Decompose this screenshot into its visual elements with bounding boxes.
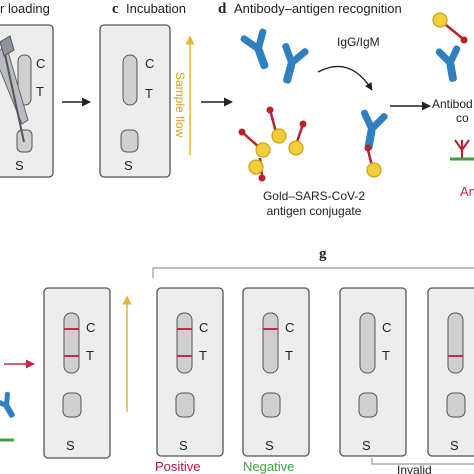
cassette-positive-sample-label: S [179, 438, 188, 453]
panel-b: r loading C T S [0, 1, 54, 178]
cassette-c-sample-label: S [124, 158, 133, 173]
gold-conjugate-icon [238, 128, 271, 158]
panel-c: c Incubation C T S Sample flow [99, 1, 195, 178]
antibody-icon [282, 43, 309, 84]
cassette-b-control-label: C [36, 56, 45, 71]
pipette-icon [0, 35, 29, 143]
panel-d: d Antibody–antigen recognition IgG/IgM [218, 1, 402, 218]
cassette-invalid-1-sample-label: S [362, 438, 371, 453]
gold-conjugate-icon [248, 157, 266, 182]
cassette-invalid-1: C T S [339, 287, 407, 457]
cassette-f-control-label: C [86, 320, 95, 335]
cassette-negative-control-label: C [285, 320, 294, 335]
sample-flow-label: Sample flow [173, 72, 187, 138]
cassette-invalid-1-window [359, 312, 376, 374]
cassette-b-sample-label: S [15, 158, 24, 173]
cassette-positive-test-label: T [199, 348, 207, 363]
cassette-f-test-label: T [86, 348, 94, 363]
complex-label-line-2: co [456, 111, 469, 125]
panel-c-letter: c [112, 1, 119, 17]
result-positive-label: Positive [155, 459, 201, 474]
cassette-invalid-2-sample-label: S [450, 438, 459, 453]
cassette-positive-window [176, 312, 193, 374]
igg-igm-label: IgG/IgM [337, 35, 380, 49]
bound-antibody-icon [360, 109, 388, 150]
cassette-negative-sample-label: S [265, 438, 274, 453]
cassette-c-sample-well [120, 129, 139, 153]
panel-e-bottom [0, 359, 35, 442]
panel-f: C T S [43, 287, 132, 459]
cassette-negative-test-label: T [285, 348, 293, 363]
complex-label-line-1: Antibod [432, 97, 473, 111]
panel-d-letter: d [218, 1, 227, 17]
gold-conjugate-icon [432, 12, 468, 44]
panel-g-letter: g [319, 246, 327, 262]
cassette-b-test-label: T [36, 84, 44, 99]
recognition-arrow [317, 65, 373, 91]
cassette-invalid-1-test-label: T [382, 348, 390, 363]
cassette-invalid-2-window [447, 312, 464, 374]
conjugate-label-line-1: Gold–SARS-CoV-2 [263, 189, 365, 203]
gold-conjugate-icon [364, 144, 382, 178]
cassette-invalid-1-sample-well [358, 392, 378, 418]
gold-conjugate-icon [288, 120, 307, 156]
invalid-bracket [371, 458, 474, 465]
result-negative-label: Negative [243, 459, 294, 474]
cassette-c-test-label: T [145, 86, 153, 101]
antigen-receptor-icon [450, 139, 474, 161]
antibody-icon [0, 392, 15, 418]
result-invalid-label: Invalid [397, 463, 432, 474]
cassette-f [43, 287, 111, 459]
antibody-icon [435, 45, 461, 82]
panel-b-title: r loading [0, 1, 50, 16]
cassette-f-sample-well [62, 392, 82, 418]
cassette-positive-control-label: C [199, 320, 208, 335]
gold-conjugate-icon [266, 106, 287, 144]
cassette-invalid-1-control-label: C [382, 320, 391, 335]
cassette-b-window [17, 54, 32, 106]
cassette-c-control-label: C [145, 56, 154, 71]
conjugate-label-line-2: antigen conjugate [267, 204, 362, 218]
antigen-partial-label: An [460, 184, 474, 199]
cassette-f-sample-label: S [66, 438, 75, 453]
cassette-c-window [122, 54, 138, 106]
cassette-negative-window [262, 312, 279, 374]
panel-d-title: Antibody–antigen recognition [234, 1, 402, 16]
cassette-invalid-2-sample-well [446, 392, 466, 418]
cassette-positive: C T S [156, 287, 224, 457]
cassette-negative: C T S [242, 287, 310, 457]
panel-g-bracket [152, 267, 474, 278]
cassette-negative-sample-well [261, 392, 281, 418]
cassette-invalid-2: S [427, 287, 474, 457]
cassette-f-window [63, 312, 80, 374]
panel-e: Antibod co An [432, 12, 474, 199]
panel-c-title: Incubation [126, 1, 186, 16]
antibody-icon [240, 28, 269, 70]
cassette-positive-sample-well [175, 392, 195, 418]
